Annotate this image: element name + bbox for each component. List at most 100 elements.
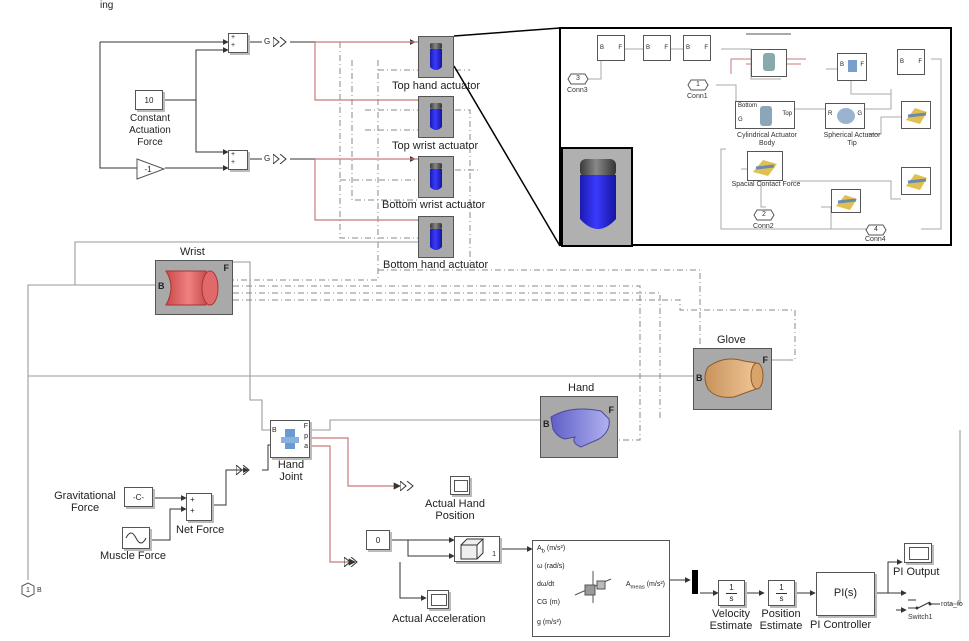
port-bottom: Bottom [738, 103, 758, 109]
muscle-sine-block[interactable] [122, 527, 150, 549]
switch-icon[interactable] [906, 594, 936, 614]
input-port-num: 1 [26, 587, 30, 594]
red-joint-a [308, 445, 356, 566]
bottom-hand-actuator-block[interactable] [418, 216, 454, 258]
spherical-actuator-tip-block[interactable]: R G [825, 103, 865, 129]
conn4-label: Conn4 [865, 236, 886, 243]
vector-concat-block[interactable]: 1 [454, 536, 500, 562]
conn1-port[interactable] [687, 79, 709, 91]
port-r: R [828, 111, 833, 117]
input-port-shape[interactable] [20, 582, 36, 598]
hand-joint-label-line1: Hand [277, 459, 305, 471]
glove-port-f: F [762, 355, 769, 365]
position-label-line2: Estimate [759, 620, 803, 632]
constant-label-line1: Constant [129, 113, 171, 124]
red-joint-p [308, 437, 401, 490]
accelerometer-block[interactable]: Ab (m/s²) ω (rad/s) dω/dt CG (m) g (m/s²… [532, 540, 670, 637]
port-g: g (m/s²) [537, 619, 562, 626]
cylindrical-solid-block[interactable] [751, 49, 787, 77]
accel-scope[interactable] [427, 590, 449, 609]
accel-output-unit: (m/s²) [646, 581, 665, 588]
port-f: F [618, 45, 622, 51]
velocity-integrator-block[interactable]: 1 s [718, 580, 745, 606]
contact-force-block-3[interactable] [901, 167, 931, 195]
goto-arrows-1 [273, 37, 287, 47]
pi-controller-block[interactable]: PI(s) [816, 572, 875, 616]
joint-port-f: F [303, 423, 308, 430]
velocity-label-line2: Estimate [709, 620, 753, 632]
actuation-lines [308, 41, 418, 566]
sphere-icon [837, 108, 855, 124]
pi-output-scope[interactable] [904, 543, 932, 563]
sum-block-2[interactable]: + + [228, 150, 248, 170]
constant-label: Constant Actuation Force [115, 113, 185, 149]
actuator-preview [561, 147, 633, 247]
top-wrist-actuator-block[interactable] [418, 96, 454, 138]
scope-screen [909, 547, 929, 560]
conn2-port[interactable] [753, 209, 775, 221]
sum2-plus-b: + [231, 159, 236, 166]
wrist-port-b: B [158, 281, 165, 291]
accel-output-label: Ameas (m/s²) [626, 581, 665, 590]
bottom-wrist-actuator-block[interactable] [418, 156, 454, 198]
top-hand-actuator-label: Top hand actuator [392, 80, 481, 92]
inset-connector-line [453, 27, 561, 247]
contact-force-block-2[interactable] [901, 101, 931, 129]
hand-block[interactable]: B F [540, 396, 618, 458]
port-b: B [600, 45, 605, 51]
glove-block[interactable]: B F [693, 348, 772, 410]
goto-tag-1[interactable]: G [264, 37, 271, 46]
sine-wave-icon [125, 532, 147, 544]
port-b: B [900, 59, 905, 65]
wire-constant-down [195, 100, 229, 155]
hand-joint-label: Hand Joint [274, 459, 308, 483]
position-integrator-block[interactable]: 1 s [768, 580, 795, 606]
output-tag-label: rota_fo [941, 601, 963, 608]
hp-arrows [400, 481, 414, 491]
prismatic-joint-block[interactable]: B F [837, 53, 867, 81]
contact-icon [906, 108, 927, 124]
conn4-port[interactable] [865, 224, 887, 236]
wrist-block[interactable]: B F [155, 260, 233, 315]
wire-muscle [150, 506, 187, 541]
scope-screen [431, 594, 447, 606]
hand-port-b: B [543, 419, 550, 429]
wire-constant [165, 47, 229, 101]
scope-screen [454, 480, 468, 492]
int2-num: 1 [779, 583, 784, 592]
dashed-connections [233, 42, 796, 441]
conn2-label: Conn2 [753, 223, 774, 230]
line-wrist-f [233, 261, 271, 431]
contact-force-block-4[interactable] [831, 189, 861, 213]
port-g: G [738, 117, 743, 123]
net-plus-b: + [190, 506, 195, 515]
demux-bar[interactable] [692, 570, 698, 594]
top-hand-actuator-block[interactable] [418, 36, 454, 78]
conn3-port[interactable] [567, 73, 589, 85]
port-a-unit: (m/s²) [546, 545, 566, 552]
cylindrical-actuator-body-block[interactable]: Bottom Top G [735, 101, 795, 129]
hand-position-scope[interactable] [450, 476, 470, 495]
dash-8 [233, 285, 641, 441]
pi-output-label: PI Output [893, 566, 940, 578]
sum-block-1[interactable]: + + [228, 33, 248, 53]
dash-13 [455, 109, 471, 265]
gravity-label-line2: Force [70, 502, 100, 514]
spatial-contact-force-block[interactable] [747, 151, 783, 181]
dash-6 [233, 60, 379, 281]
gravity-constant-block[interactable]: -C- [124, 487, 153, 507]
goto-tag-2[interactable]: G [264, 154, 271, 163]
signal-wires [99, 39, 940, 613]
constant-block[interactable]: 10 [135, 90, 163, 110]
hand-joint-block[interactable]: B F p a [270, 420, 310, 458]
port-f: F [918, 59, 922, 65]
gain-block[interactable] [136, 158, 166, 180]
zero-constant-block[interactable]: 0 [366, 530, 390, 550]
net-force-sum-block[interactable]: + + [186, 493, 212, 521]
net-force-label: Net Force [176, 524, 225, 536]
